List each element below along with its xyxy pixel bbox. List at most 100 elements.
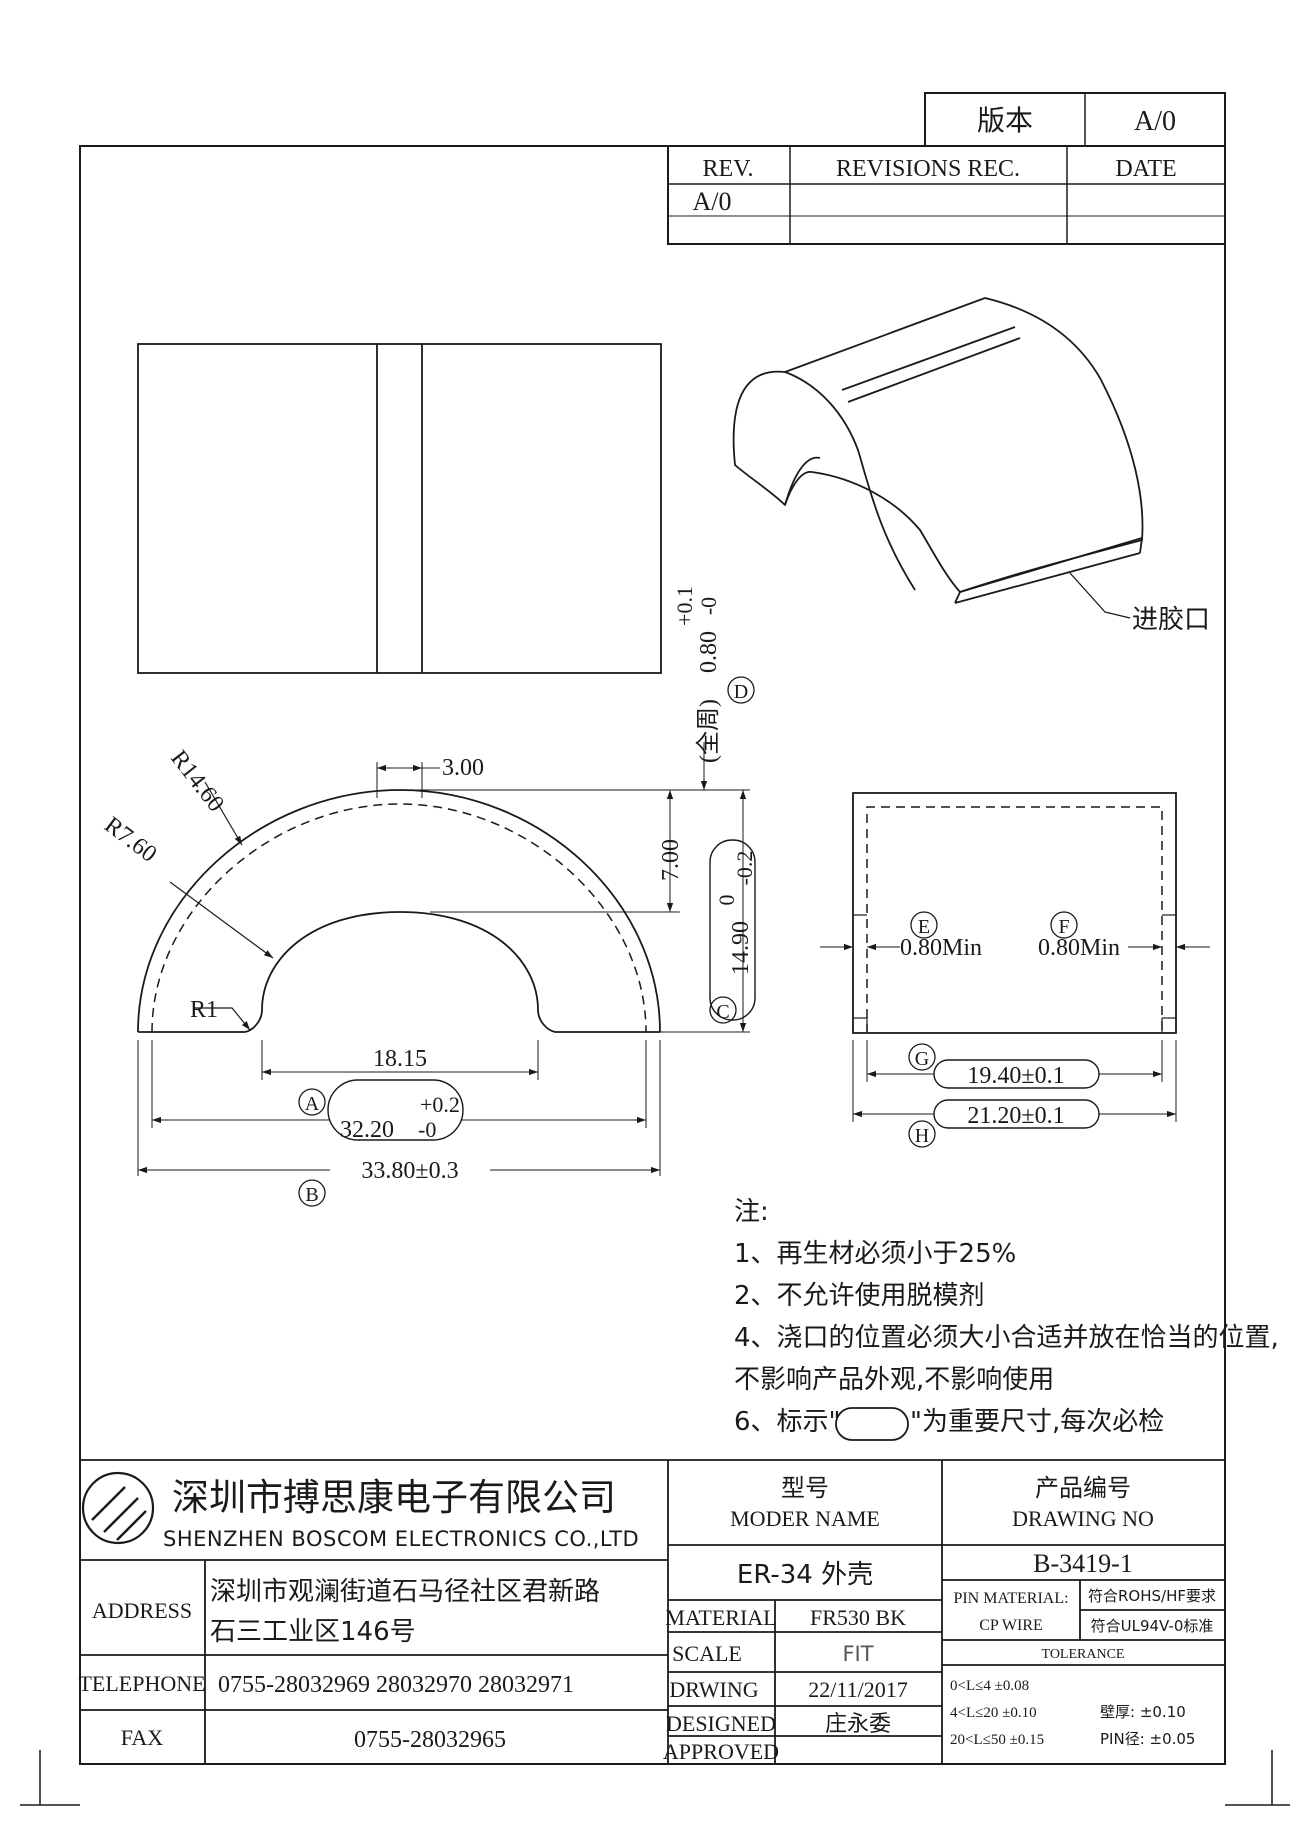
dim-7-00-value: 7.00 — [658, 839, 684, 881]
telephone-label: TELEPHONE — [78, 1671, 205, 1696]
gate-label: 进胶口 — [1132, 605, 1210, 635]
dim-33-80-value: 33.80±0.3 — [361, 1158, 458, 1184]
designed-value: 庄永委 — [825, 1712, 891, 1737]
marker-d: D — [727, 676, 755, 704]
drwing-value: 22/11/2017 — [808, 1677, 907, 1702]
address-label: ADDRESS — [92, 1598, 192, 1623]
approved-label: APPROVED — [663, 1739, 779, 1764]
address-line2: 石三工业区146号 — [210, 1617, 416, 1647]
material-label: MATERIAL — [665, 1605, 776, 1630]
svg-text:F: F — [1058, 916, 1069, 938]
tolerance-row-2: 4<L≤20 ±0.10 — [950, 1705, 1037, 1721]
drawing-no-value: B-3419-1 — [1033, 1549, 1133, 1578]
model-label-cn: 型号 — [781, 1474, 829, 1502]
rev-row-value: A/0 — [693, 187, 732, 216]
critical-oval-14-90 — [709, 839, 756, 1021]
rev-header: REV. — [703, 156, 754, 182]
marker-c: C — [709, 996, 737, 1024]
svg-text:A: A — [305, 1093, 320, 1115]
side-view-dims: 0.80Min 0.80Min 19.40±0.1 21.20±0.1 — [820, 935, 1210, 1129]
dim-19-40-value: 19.40±0.1 — [967, 1063, 1064, 1089]
version-label: 版本 — [977, 104, 1033, 137]
front-view — [137, 789, 661, 1033]
dim-32-20-value: 32.20 — [340, 1117, 394, 1143]
company-logo — [81, 1471, 155, 1545]
svg-text:C: C — [716, 1001, 729, 1023]
r14-60-label: R14.60 — [165, 746, 229, 817]
reference-markers: A B C D E F G H — [298, 676, 1078, 1207]
dim-14-90-tol-lower: -0.2 — [732, 851, 757, 886]
corner-marks — [20, 1750, 1290, 1806]
top-view — [137, 343, 662, 674]
note-1: 1、再生材必须小于25% — [734, 1239, 1016, 1269]
dim-vertical-group: 7.00 14.90 0 -0.2 — [400, 789, 757, 1033]
dim-horizontal-group: 18.15 32.20 +0.2 -0 33.80±0.3 — [137, 1040, 661, 1184]
svg-text:G: G — [915, 1048, 929, 1070]
dim-32-20-tol-upper: +0.2 — [420, 1092, 460, 1117]
marker-h: H — [908, 1120, 936, 1148]
title-block — [80, 1459, 1225, 1764]
note-6-prefix: 6、标示" — [734, 1407, 841, 1437]
note-4: 4、浇口的位置必须大小合适并放在恰当的位置, — [734, 1323, 1279, 1353]
critical-oval-21-20 — [933, 1099, 1100, 1129]
marker-e: E — [910, 911, 938, 939]
pin-material-value: CP WIRE — [979, 1617, 1043, 1634]
drawing-no-label-cn: 产品编号 — [1035, 1474, 1131, 1502]
tolerance-pin: PIN径: ±0.05 — [1100, 1730, 1195, 1748]
critical-oval-19-40 — [933, 1059, 1100, 1089]
model-label-en: MODER NAME — [730, 1506, 880, 1531]
drawing-no-label-en: DRAWING NO — [1012, 1506, 1154, 1531]
designed-label: DESIGNED — [666, 1711, 776, 1736]
radius-callouts: R14.60 R7.60 R1 — [99, 746, 274, 1031]
model-value: ER-34 外壳 — [737, 1560, 873, 1590]
side-view — [852, 792, 1177, 1034]
isometric-view — [732, 297, 1144, 619]
marker-f: F — [1050, 911, 1078, 939]
sheet-border — [79, 145, 1226, 1765]
notes: 注: 1、再生材必须小于25% 2、不允许使用脱模剂 4、浇口的位置必须大小合适… — [734, 1197, 1279, 1441]
scale-label: SCALE — [672, 1641, 742, 1666]
wall-tol-lower: -0 — [696, 597, 721, 615]
critical-oval-32-20 — [327, 1079, 464, 1141]
fax-value: 0755-28032965 — [354, 1727, 506, 1753]
tolerance-row-1: 0<L≤4 ±0.08 — [950, 1678, 1029, 1694]
dim-wall-thickness: (全周) 0.80 +0.1 -0 — [672, 586, 722, 790]
address-line1: 深圳市观澜街道石马径社区君新路 — [210, 1577, 600, 1607]
svg-text:D: D — [734, 681, 748, 703]
fax-label: FAX — [121, 1725, 163, 1750]
min-f-value: 0.80Min — [1038, 935, 1120, 961]
notes-title: 注: — [734, 1197, 769, 1227]
min-e-value: 0.80Min — [900, 935, 982, 961]
dim-3-00: 3.00 — [376, 755, 484, 798]
svg-text:H: H — [915, 1125, 929, 1147]
wall-note: (全周) — [695, 699, 722, 763]
note-4-cont: 不影响产品外观,不影响使用 — [734, 1365, 1054, 1395]
r1-label: R1 — [190, 997, 218, 1023]
revision-table: REV. REVISIONS REC. DATE A/0 — [667, 145, 1226, 245]
pin-req-ul: 符合UL94V-0标准 — [1091, 1617, 1214, 1635]
scale-value: FIT — [842, 1642, 873, 1666]
material-value: FR530 BK — [810, 1605, 906, 1630]
dim-14-90-tol-upper: 0 — [714, 895, 739, 906]
marker-a: A — [298, 1088, 326, 1116]
revisions-rec-header: REVISIONS REC. — [836, 156, 1020, 182]
dim-14-90-value: 14.90 — [728, 921, 754, 975]
wall-value: 0.80 — [696, 631, 722, 673]
version-box: 版本 A/0 — [924, 92, 1226, 147]
wall-tol-upper: +0.1 — [672, 586, 697, 626]
drwing-label: DRWING — [669, 1677, 758, 1702]
date-header: DATE — [1115, 156, 1176, 182]
company-name-en: SHENZHEN BOSCOM ELECTRONICS CO.,LTD — [163, 1527, 639, 1551]
dim-3-00-value: 3.00 — [442, 755, 484, 781]
marker-g: G — [908, 1043, 936, 1071]
company-name-cn: 深圳市搏思康电子有限公司 — [172, 1476, 616, 1519]
r7-60-label: R7.60 — [99, 812, 161, 868]
pin-material-label: PIN MATERIAL: — [953, 1590, 1068, 1607]
dim-32-20-tol-lower: -0 — [418, 1117, 436, 1142]
telephone-value: 0755-28032969 28032970 28032971 — [218, 1672, 574, 1698]
note-2: 2、不允许使用脱模剂 — [734, 1281, 985, 1311]
tolerance-row-3: 20<L≤50 ±0.15 — [950, 1732, 1044, 1748]
note-6-oval-symbol — [835, 1407, 909, 1441]
dim-21-20-value: 21.20±0.1 — [967, 1103, 1064, 1129]
